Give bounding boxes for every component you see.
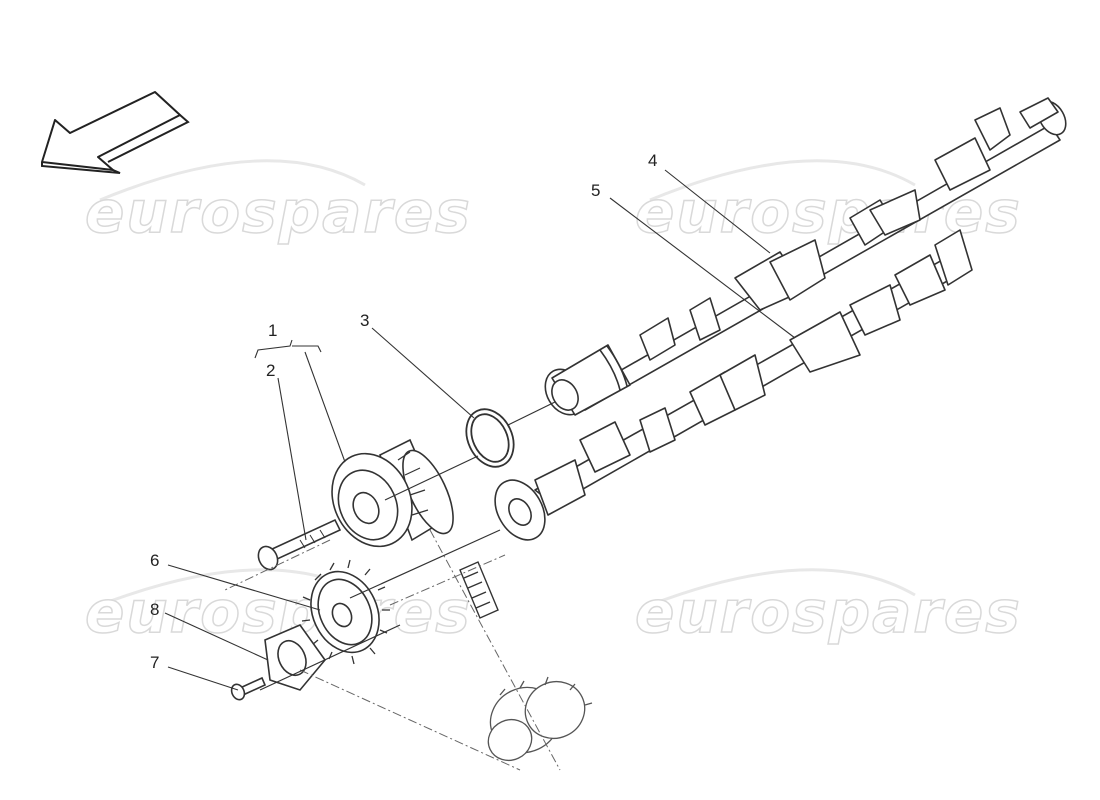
camshaft-lower <box>494 229 973 541</box>
cam-phaser-assembly <box>331 438 454 548</box>
callout-8: 8 <box>150 600 159 619</box>
callout-4: 4 <box>648 151 657 170</box>
watermark-bottom-right: eurospares <box>635 578 1022 646</box>
camshaft-upper <box>544 97 1067 416</box>
timing-chain-segment <box>459 561 499 619</box>
arrow-left-down-icon <box>41 91 190 174</box>
callout-3: 3 <box>360 311 369 330</box>
callout-1: 1 <box>268 321 277 340</box>
watermark-top-left: eurospares <box>85 178 472 246</box>
callout-5: 5 <box>591 181 600 200</box>
bolt-long <box>257 518 342 571</box>
o-ring <box>465 408 515 468</box>
lower-sprockets <box>487 676 593 762</box>
watermark-bottom-left: eurospares <box>85 578 472 646</box>
callout-labels: 1 2 3 4 5 6 8 7 <box>150 151 657 672</box>
leader-lines <box>164 169 796 691</box>
timing-gear <box>301 559 390 665</box>
flange-washer <box>264 624 327 691</box>
callout-7: 7 <box>150 653 159 672</box>
callout-2: 2 <box>266 361 275 380</box>
watermark-layer: eurospares eurospares eurospares eurospa… <box>84 159 1022 647</box>
bolt-short <box>230 676 267 701</box>
assembly-axis-solid <box>259 401 556 691</box>
callout-6: 6 <box>150 551 159 570</box>
assembly-axis-lines <box>224 529 561 771</box>
